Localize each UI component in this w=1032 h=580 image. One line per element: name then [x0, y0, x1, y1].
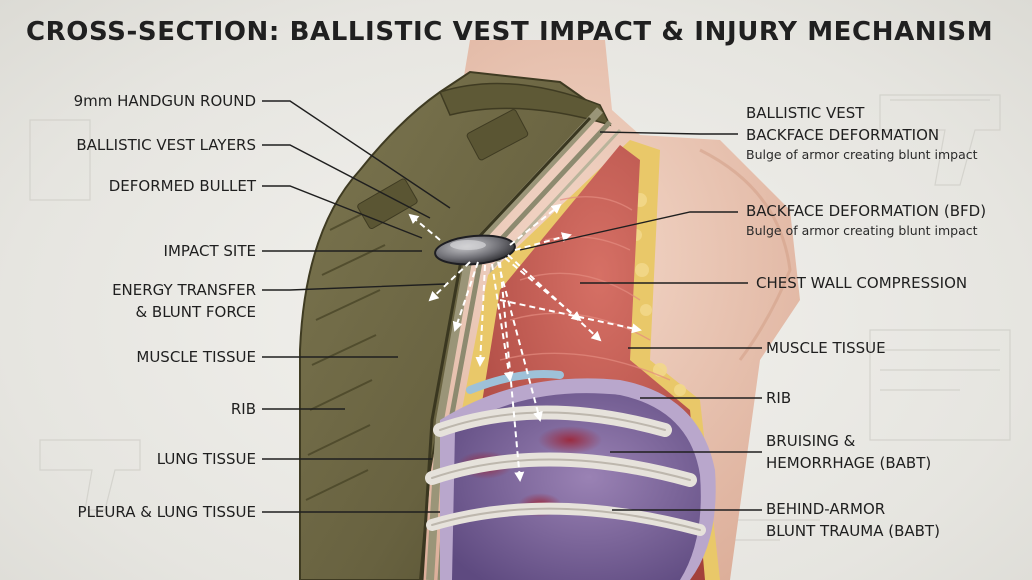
- label-vest-backface-deformation: BALLISTIC VEST BACKFACE DEFORMATION Bulg…: [746, 102, 978, 164]
- label-line: ENERGY TRANSFER: [112, 281, 256, 299]
- label-rib-left: RIB: [231, 398, 256, 420]
- label-line: HEMORRHAGE (BABT): [766, 454, 932, 472]
- label-line: MUSCLE TISSUE: [766, 339, 886, 357]
- label-line: RIB: [766, 389, 792, 407]
- label-line: 9mm HANDGUN ROUND: [73, 92, 256, 110]
- deformed-bullet-graphic: [434, 234, 516, 266]
- label-line: BALLISTIC VEST: [746, 104, 865, 122]
- label-lung-tissue: LUNG TISSUE: [157, 448, 256, 470]
- label-line: BLUNT TRAUMA (BABT): [766, 522, 940, 540]
- background-sketches: [29, 94, 1011, 541]
- label-sub: Bulge of armor creating blunt impact: [746, 223, 978, 238]
- label-line: LUNG TISSUE: [156, 450, 256, 468]
- label-chest-wall-compression: CHEST WALL COMPRESSION: [756, 272, 967, 294]
- label-bruising-hemorrhage: BRUISING & HEMORRHAGE (BABT): [766, 430, 931, 474]
- label-behind-armor-blunt-trauma: BEHIND-ARMOR BLUNT TRAUMA (BABT): [766, 498, 940, 542]
- label-line: & BLUNT FORCE: [135, 303, 256, 321]
- label-handgun-round: 9mm HANDGUN ROUND: [74, 90, 256, 112]
- label-energy-transfer: ENERGY TRANSFER & BLUNT FORCE: [112, 279, 256, 323]
- energy-transfer-arrows: [408, 203, 642, 482]
- label-sub: Bulge of armor creating blunt impact: [746, 147, 978, 162]
- label-muscle-tissue-left: MUSCLE TISSUE: [136, 346, 256, 368]
- label-vest-layers: BALLISTIC VEST LAYERS: [76, 134, 256, 156]
- label-line: PLEURA & LUNG TISSUE: [77, 503, 256, 521]
- page-title: CROSS-SECTION: BALLISTIC VEST IMPACT & I…: [26, 17, 994, 47]
- label-line: BACKFACE DEFORMATION (BFD): [746, 202, 987, 220]
- label-impact-site: IMPACT SITE: [164, 240, 256, 262]
- label-line: BEHIND-ARMOR: [766, 500, 886, 518]
- label-deformed-bullet: DEFORMED BULLET: [109, 175, 256, 197]
- label-line: DEFORMED BULLET: [108, 177, 256, 195]
- label-line: BALLISTIC VEST LAYERS: [76, 136, 256, 154]
- label-line: RIB: [230, 400, 256, 418]
- label-line: BACKFACE DEFORMATION: [746, 126, 940, 144]
- leader-lines: [262, 100, 762, 513]
- label-line: MUSCLE TISSUE: [136, 348, 256, 366]
- label-line: CHEST WALL COMPRESSION: [756, 274, 968, 292]
- label-rib-right: RIB: [766, 387, 791, 409]
- label-muscle-tissue-right: MUSCLE TISSUE: [766, 337, 886, 359]
- label-line: IMPACT SITE: [163, 242, 256, 260]
- label-pleura-lung-tissue: PLEURA & LUNG TISSUE: [78, 501, 256, 523]
- label-line: BRUISING &: [766, 432, 856, 450]
- label-backface-deformation-bfd: BACKFACE DEFORMATION (BFD) Bulge of armo…: [746, 200, 986, 240]
